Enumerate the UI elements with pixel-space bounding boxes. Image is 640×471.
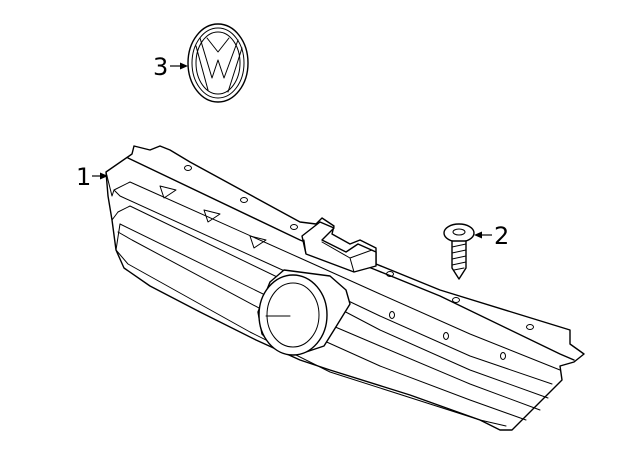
callout-2: 2 [474,222,509,250]
emblem-part[interactable] [187,23,249,103]
callout-label-2: 2 [494,222,509,250]
callout-3: 3 [153,53,188,81]
callout-1: 1 [76,163,108,191]
callout-label-1: 1 [76,163,91,191]
screw-part[interactable] [443,223,475,280]
callout-label-3: 3 [153,53,168,81]
grille-part[interactable] [105,145,585,431]
